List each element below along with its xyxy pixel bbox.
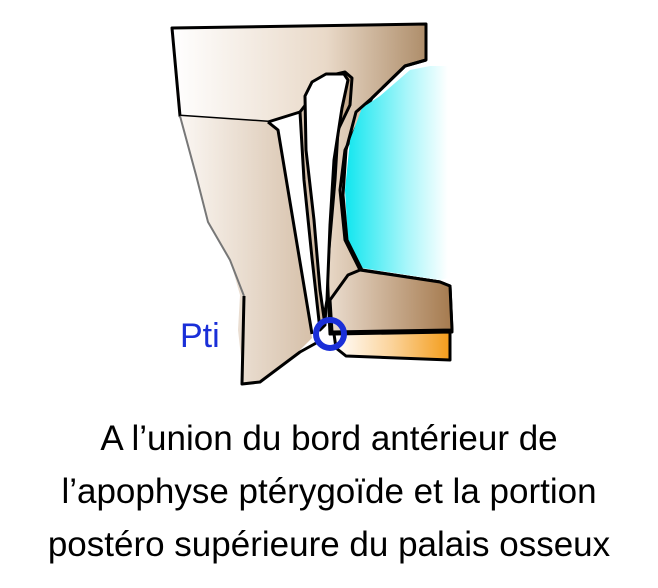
sinus-floor (328, 268, 454, 334)
pterygoid-fissure (303, 72, 350, 320)
pterygoid-lower-outline (240, 295, 319, 386)
caption-line-1: A l’union du bord antérieur de (100, 419, 558, 458)
pterygoid-posterior-wall (180, 116, 312, 384)
caption: A l’union du bord antérieur de l’apophys… (0, 412, 658, 571)
caption-line-3: postéro supérieure du palais osseux (47, 525, 611, 564)
pterygoid-diagram (170, 22, 454, 386)
pterygoid-inner-outline (267, 120, 314, 335)
sinus-outline (341, 58, 441, 284)
pti-label: Pti (180, 317, 220, 355)
maxillary-sinus (345, 66, 448, 280)
bony-palate (332, 330, 452, 362)
pterygoid-posterior-outline (179, 115, 245, 297)
pti-marker-icon (313, 317, 347, 351)
caption-line-2: l’apophyse ptérygoïde et la portion (61, 472, 597, 511)
